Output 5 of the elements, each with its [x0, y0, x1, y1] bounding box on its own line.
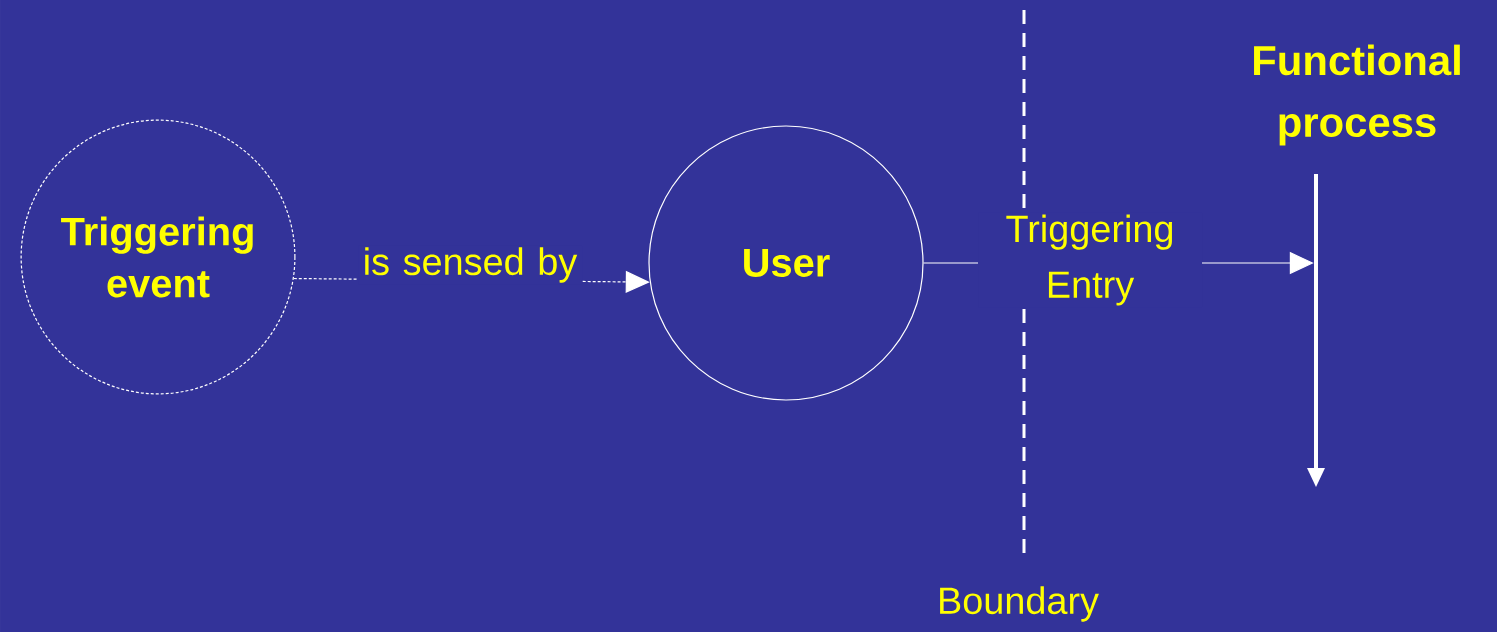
heading: Functional process: [1254, 44, 1460, 146]
boundary-label: Boundary: [940, 586, 1099, 622]
process-bar: [1307, 174, 1325, 487]
edge-label: Triggering Entry: [978, 212, 1202, 308]
edge-label: is sensed by: [358, 245, 582, 285]
